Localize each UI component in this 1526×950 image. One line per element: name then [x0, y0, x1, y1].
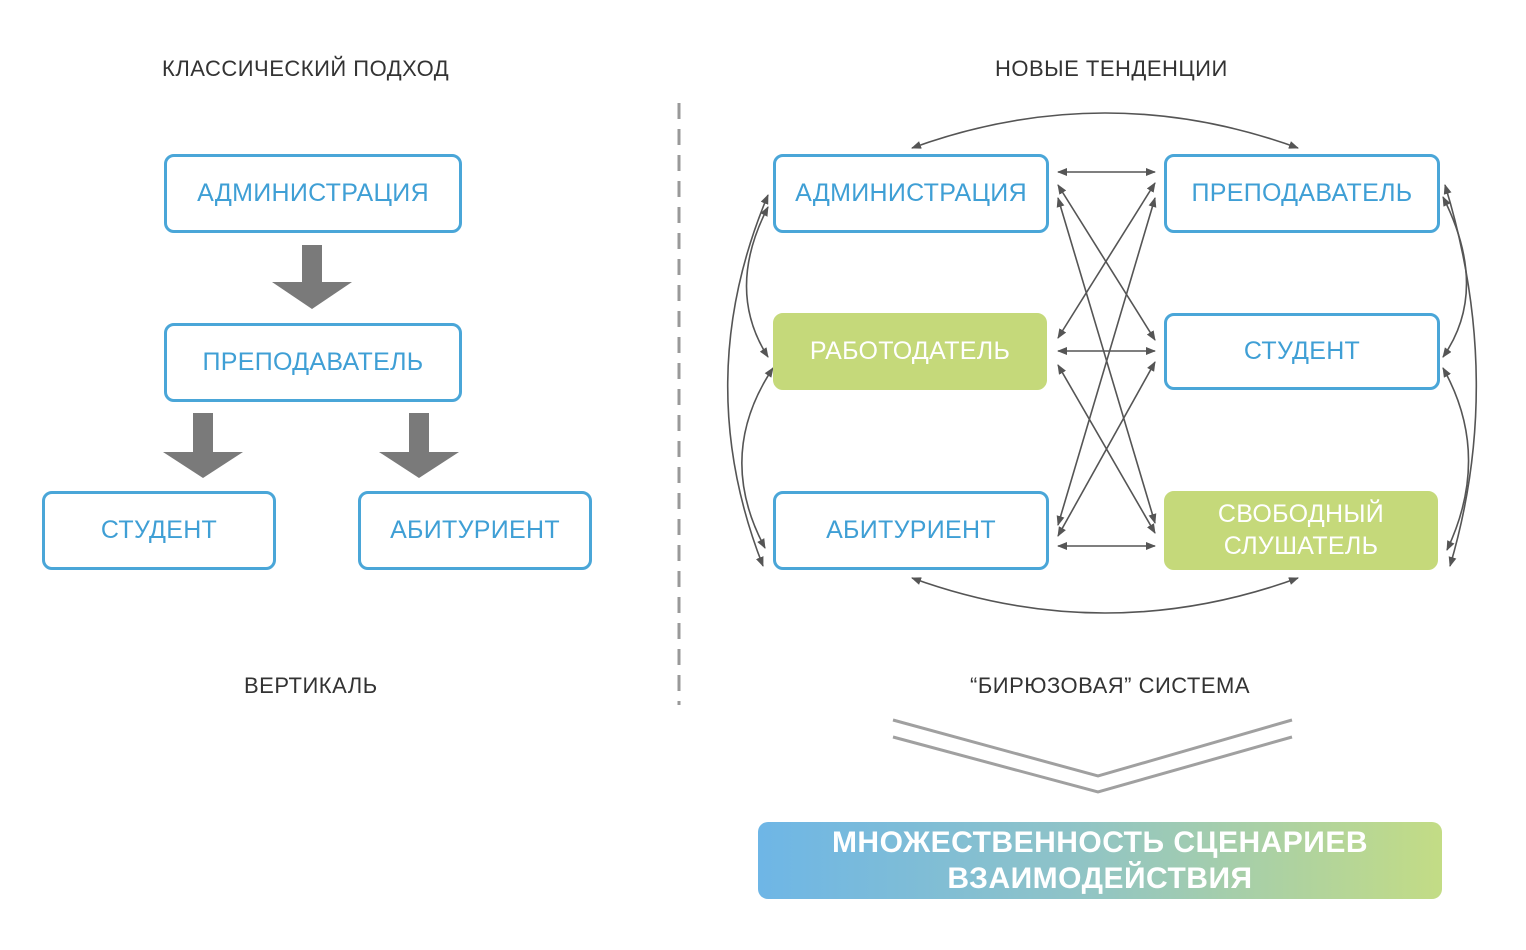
- arc-admin-employer: [745, 206, 769, 358]
- right-applicant-box: АБИТУРИЕНТ: [773, 491, 1049, 570]
- link-applicant-student: [1057, 361, 1156, 537]
- arc-admin-applicant-outer: [726, 194, 769, 567]
- right-administration-box: АДМИНИСТРАЦИЯ: [773, 154, 1049, 233]
- conclusion-line2: ВЗАИМОДЕЙСТВИЯ: [947, 861, 1253, 895]
- right-administration-label: АДМИНИСТРАЦИЯ: [795, 178, 1027, 207]
- turquoise-system-footer: “БИРЮЗОВАЯ” СИСТЕМА: [970, 673, 1251, 698]
- right-free-listener-box: СВОБОДНЫЙ СЛУШАТЕЛЬ: [1164, 491, 1438, 570]
- right-teacher-box: ПРЕПОДАВАТЕЛЬ: [1164, 154, 1440, 233]
- right-student-label: СТУДЕНТ: [1243, 336, 1361, 365]
- classic-approach-heading: КЛАССИЧЕСКИЙ ПОДХОД: [162, 56, 450, 81]
- arc-employer-applicant: [741, 367, 774, 549]
- arc-applicant-listener: [911, 577, 1299, 614]
- right-applicant-label: АБИТУРИЕНТ: [826, 515, 996, 544]
- conclusion-line1: МНОЖЕСТВЕННОСТЬ СЦЕНАРИЕВ: [831, 825, 1369, 859]
- left-administration-box: АДМИНИСТРАЦИЯ: [164, 154, 462, 233]
- new-trends-heading: НОВЫЕ ТЕНДЕНЦИИ: [995, 56, 1228, 81]
- link-admin-student: [1057, 184, 1156, 341]
- chevron-down-icon: [892, 718, 1293, 794]
- left-applicant-box: АБИТУРИЕНТ: [358, 491, 592, 570]
- right-employer-label: РАБОТОДАТЕЛЬ: [809, 336, 1011, 365]
- left-administration-label: АДМИНИСТРАЦИЯ: [197, 178, 429, 207]
- arc-teacher-student: [1442, 196, 1468, 358]
- left-applicant-label: АБИТУРИЕНТ: [390, 515, 560, 544]
- arc-student-listener: [1442, 367, 1470, 551]
- down-arrow-teacher-to-student: [163, 413, 243, 478]
- left-student-label: СТУДЕНТ: [100, 515, 218, 544]
- vertical-footer: ВЕРТИКАЛЬ: [244, 673, 378, 698]
- arc-admin-teacher: [911, 112, 1299, 149]
- right-teacher-label: ПРЕПОДАВАТЕЛЬ: [1191, 178, 1413, 207]
- left-student-box: СТУДЕНТ: [42, 491, 276, 570]
- down-arrow-admin-to-teacher: [272, 245, 352, 309]
- link-employer-teacher: [1057, 182, 1156, 339]
- down-arrow-teacher-to-applicant: [379, 413, 459, 478]
- left-teacher-box: ПРЕПОДАВАТЕЛЬ: [164, 323, 462, 402]
- right-free-listener-line2: СЛУШАТЕЛЬ: [1223, 531, 1379, 560]
- left-teacher-label: ПРЕПОДАВАТЕЛЬ: [202, 347, 424, 376]
- connector-lines: [726, 112, 1478, 614]
- right-free-listener-line1: СВОБОДНЫЙ: [1217, 500, 1385, 529]
- right-student-box: СТУДЕНТ: [1164, 313, 1440, 390]
- conclusion-banner: МНОЖЕСТВЕННОСТЬ СЦЕНАРИЕВ ВЗАИМОДЕЙСТВИЯ: [758, 822, 1442, 899]
- right-employer-box: РАБОТОДАТЕЛЬ: [773, 313, 1047, 390]
